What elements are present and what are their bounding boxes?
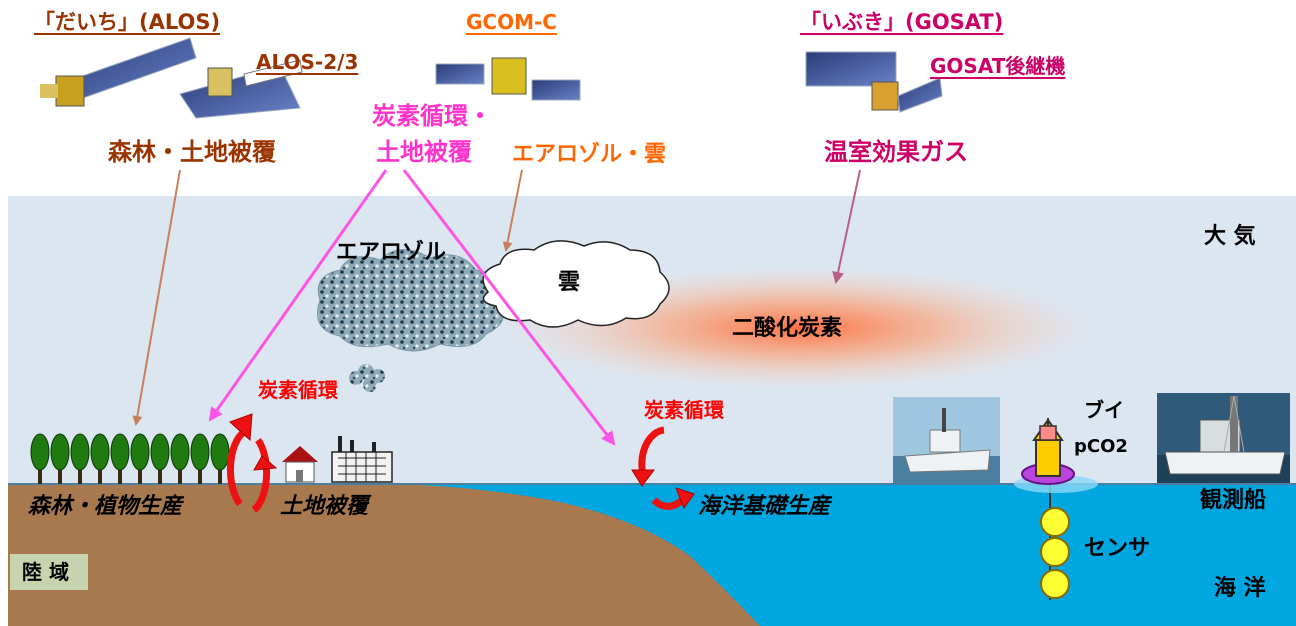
satellite-daichi — [40, 37, 197, 107]
satellite-alos2 — [179, 59, 303, 119]
arrow-carbon-land — [208, 169, 388, 422]
aerosol-target: エアロゾル・雲 — [512, 142, 667, 167]
arrow-carbon-ocean — [402, 169, 616, 446]
land-cover-label: 土地被覆 — [280, 494, 369, 519]
alos2-label: ALOS-2/3 — [256, 50, 359, 74]
buoy — [1014, 418, 1098, 493]
gcom-title: GCOM-C — [466, 10, 557, 34]
ocean-carbon-cycle: 炭素循環 — [644, 398, 724, 422]
white-cloud — [482, 240, 670, 328]
forest-land-target: 森林・土地被覆 — [108, 138, 276, 166]
satellite-ibuki — [805, 51, 943, 113]
sensor-ball-3 — [1040, 569, 1070, 599]
cloud-label: 雲 — [558, 270, 581, 295]
ship-photo-left — [893, 397, 1000, 485]
ship-photo-right — [1157, 393, 1290, 483]
aerosol-label: エアロゾル — [336, 240, 447, 265]
land-cycle-arrows — [226, 413, 278, 513]
house — [282, 446, 318, 483]
land-area — [8, 484, 760, 626]
arrow-aerosol — [502, 169, 523, 252]
ibuki-title: 「いぶき」(GOSAT) — [800, 10, 1004, 34]
daichi-title: 「だいち」(ALOS) — [34, 10, 221, 34]
carbon-line2: 土地被覆 — [376, 138, 472, 166]
sensor-ball-2 — [1040, 537, 1070, 567]
arrow-ghg — [832, 169, 861, 284]
factory — [331, 436, 393, 483]
carbon-line1: 炭素循環・ — [372, 102, 492, 130]
atmosphere-label: 大 気 — [1204, 224, 1256, 249]
forest-production-label: 森林・植物生産 — [28, 494, 183, 519]
land-carbon-cycle: 炭素循環 — [258, 378, 338, 402]
buoy-label: ブイ — [1084, 398, 1124, 422]
land-region-label: 陸 域 — [10, 554, 88, 590]
sensor-label: センサ — [1084, 536, 1151, 561]
ghg-target: 温室効果ガス — [824, 138, 968, 166]
ocean-cycle-arrows — [631, 426, 695, 510]
forest-trees — [30, 433, 230, 484]
co2-label: 二酸化炭素 — [732, 316, 843, 341]
ocean-region-label: 海 洋 — [1214, 576, 1266, 601]
sensor-ball-1 — [1040, 507, 1070, 537]
satellite-gcom — [435, 57, 581, 101]
arrow-forest — [132, 169, 181, 426]
gosat-successor: GOSAT後継機 — [930, 54, 1066, 78]
pco2-label: pCO2 — [1074, 436, 1128, 457]
ocean-production-label: 海洋基礎生産 — [698, 494, 831, 519]
ship-label: 観測船 — [1200, 488, 1267, 513]
